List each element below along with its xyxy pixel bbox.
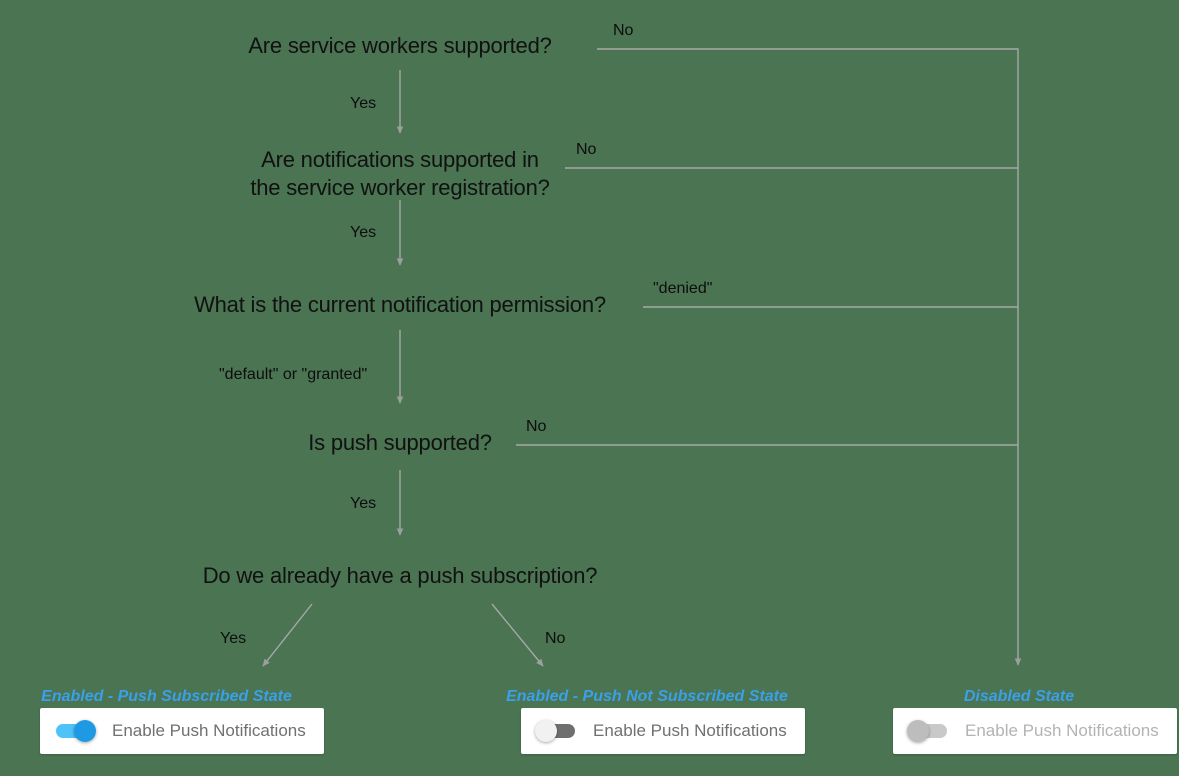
edge-n5-no: [491, 603, 544, 667]
push-toggle-label-subscribed: Enable Push Notifications: [112, 721, 306, 740]
decision-existing-push-subscription: Do we already have a push subscription?: [202, 563, 598, 588]
state-label-disabled: Disabled State: [963, 688, 1075, 705]
decision-notification-permission: What is the current notification permiss…: [194, 292, 606, 317]
push-toggle-label-disabled: Enable Push Notifications: [965, 721, 1159, 740]
toggle-card-enabled-push-subscribed[interactable]: Enable Push Notifications: [40, 708, 324, 754]
toggle-card-disabled: Enable Push Notifications: [893, 708, 1177, 754]
edge-label-n5-yes: Yes: [220, 630, 247, 647]
decision-notifications-supported: Are notifications supported in the servi…: [0, 146, 800, 201]
edge-label-n2-yes: Yes: [350, 224, 377, 241]
edge-label-n3-default-granted: "default" or "granted": [219, 366, 368, 383]
edge-label-n3-denied: "denied": [653, 280, 713, 297]
decision-push-supported: Is push supported?: [308, 430, 492, 455]
edge-label-n4-yes: Yes: [350, 495, 377, 512]
decision-notifications-supported-line1: Are notifications supported in: [261, 147, 539, 172]
push-toggle-switch-disabled: [907, 720, 951, 742]
toggle-card-enabled-push-not-subscribed[interactable]: Enable Push Notifications: [521, 708, 805, 754]
decision-notifications-supported-line2: the service worker registration?: [250, 174, 550, 200]
push-toggle-switch-subscribed[interactable]: [54, 720, 98, 742]
toggle-knob: [907, 720, 929, 742]
push-toggle-label-not-subscribed: Enable Push Notifications: [593, 721, 787, 740]
edge-label-n1-no: No: [613, 22, 634, 39]
toggle-knob: [535, 720, 557, 742]
state-label-enabled-push-subscribed: Enabled - Push Subscribed State: [41, 688, 292, 705]
edge-label-n4-no: No: [526, 418, 547, 435]
push-toggle-switch-not-subscribed[interactable]: [535, 720, 579, 742]
edge-label-n5-no: No: [545, 630, 566, 647]
edge-n5-yes: [262, 603, 313, 667]
decision-service-workers-supported: Are service workers supported?: [248, 33, 552, 58]
toggle-knob: [74, 720, 96, 742]
edge-label-n1-yes: Yes: [350, 95, 377, 112]
state-label-enabled-push-not-subscribed: Enabled - Push Not Subscribed State: [506, 688, 788, 705]
edge-label-n2-no: No: [576, 141, 597, 158]
